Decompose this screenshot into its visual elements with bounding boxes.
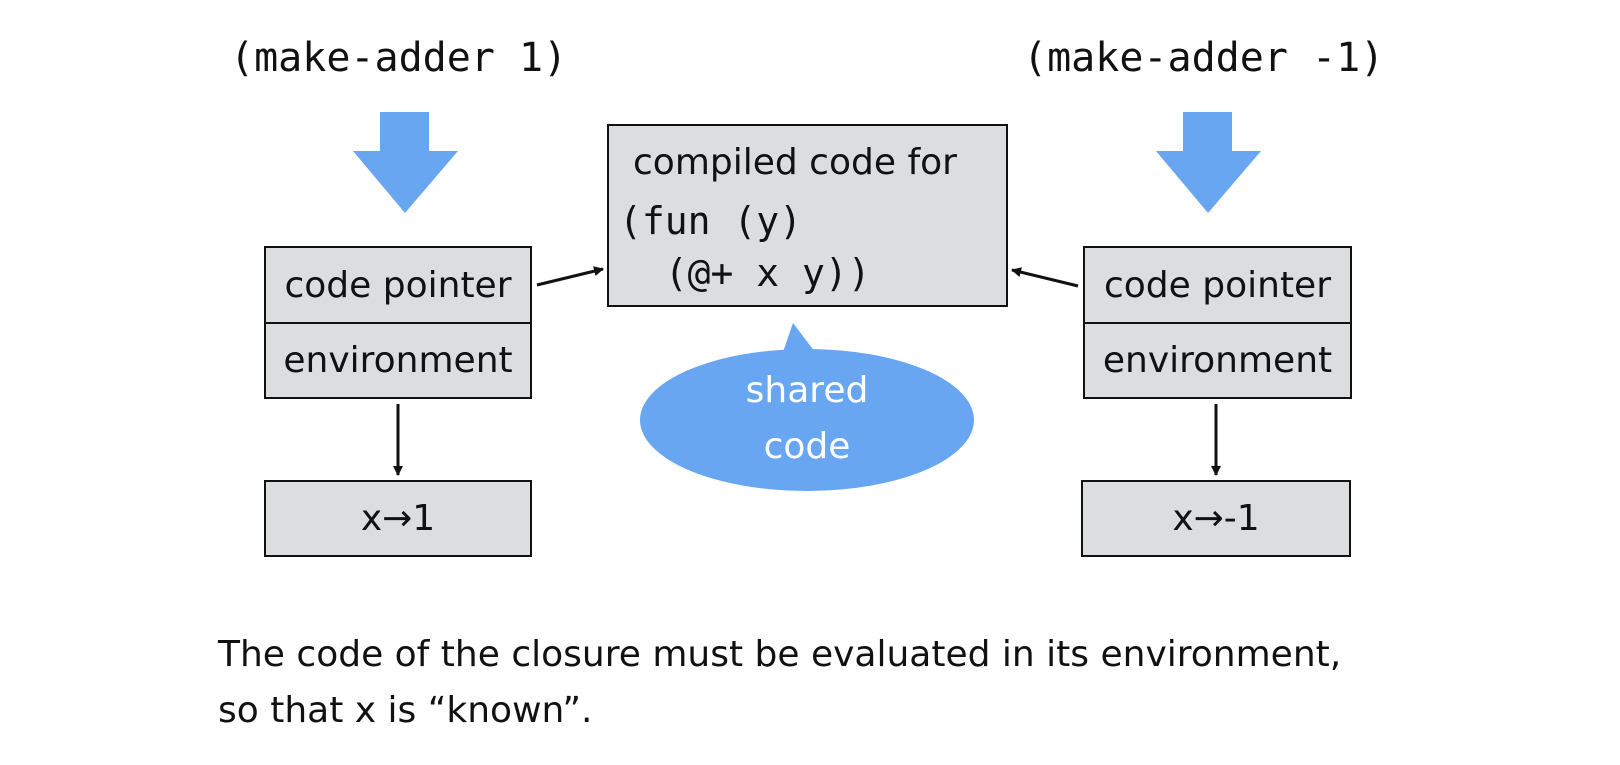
caption-line-2: so that x is “known”. [218, 690, 593, 731]
compiled-code-line-1: (fun (y) [619, 199, 803, 243]
right-environment-cell: environment [1083, 322, 1352, 399]
left-binding-box: x→1 [264, 480, 532, 557]
shared-code-bubble [640, 349, 974, 491]
bubble-text-line-2: code [763, 426, 851, 467]
left-code-pointer-arrow [536, 266, 604, 287]
bubble-tail [783, 323, 815, 352]
left-binding-label: x→1 [360, 498, 436, 539]
right-make-adder-call: (make-adder -1) [1023, 35, 1385, 81]
left-environment-label: environment [283, 340, 513, 381]
caption-line-1: The code of the closure must be evaluate… [218, 634, 1342, 675]
right-code-pointer-cell: code pointer [1083, 246, 1352, 324]
left-code-pointer-label: code pointer [284, 264, 512, 306]
bubble-text-line-1: shared [745, 370, 869, 411]
right-binding-label: x→-1 [1172, 498, 1260, 539]
left-big-down-arrow [353, 112, 458, 213]
right-code-pointer-label: code pointer [1103, 264, 1332, 306]
left-make-adder-call: (make-adder 1) [230, 35, 568, 81]
left-environment-cell: environment [264, 322, 532, 399]
right-environment-label: environment [1102, 340, 1333, 381]
compiled-code-title: compiled code for [633, 142, 957, 183]
left-code-pointer-cell: code pointer [264, 246, 532, 324]
right-big-down-arrow [1156, 112, 1261, 213]
compiled-code-box: compiled code for (fun (y) (@+ x y)) [607, 124, 1008, 307]
compiled-code-line-2: (@+ x y)) [619, 251, 871, 295]
right-binding-box: x→-1 [1081, 480, 1351, 557]
right-code-pointer-arrow [1011, 267, 1079, 288]
